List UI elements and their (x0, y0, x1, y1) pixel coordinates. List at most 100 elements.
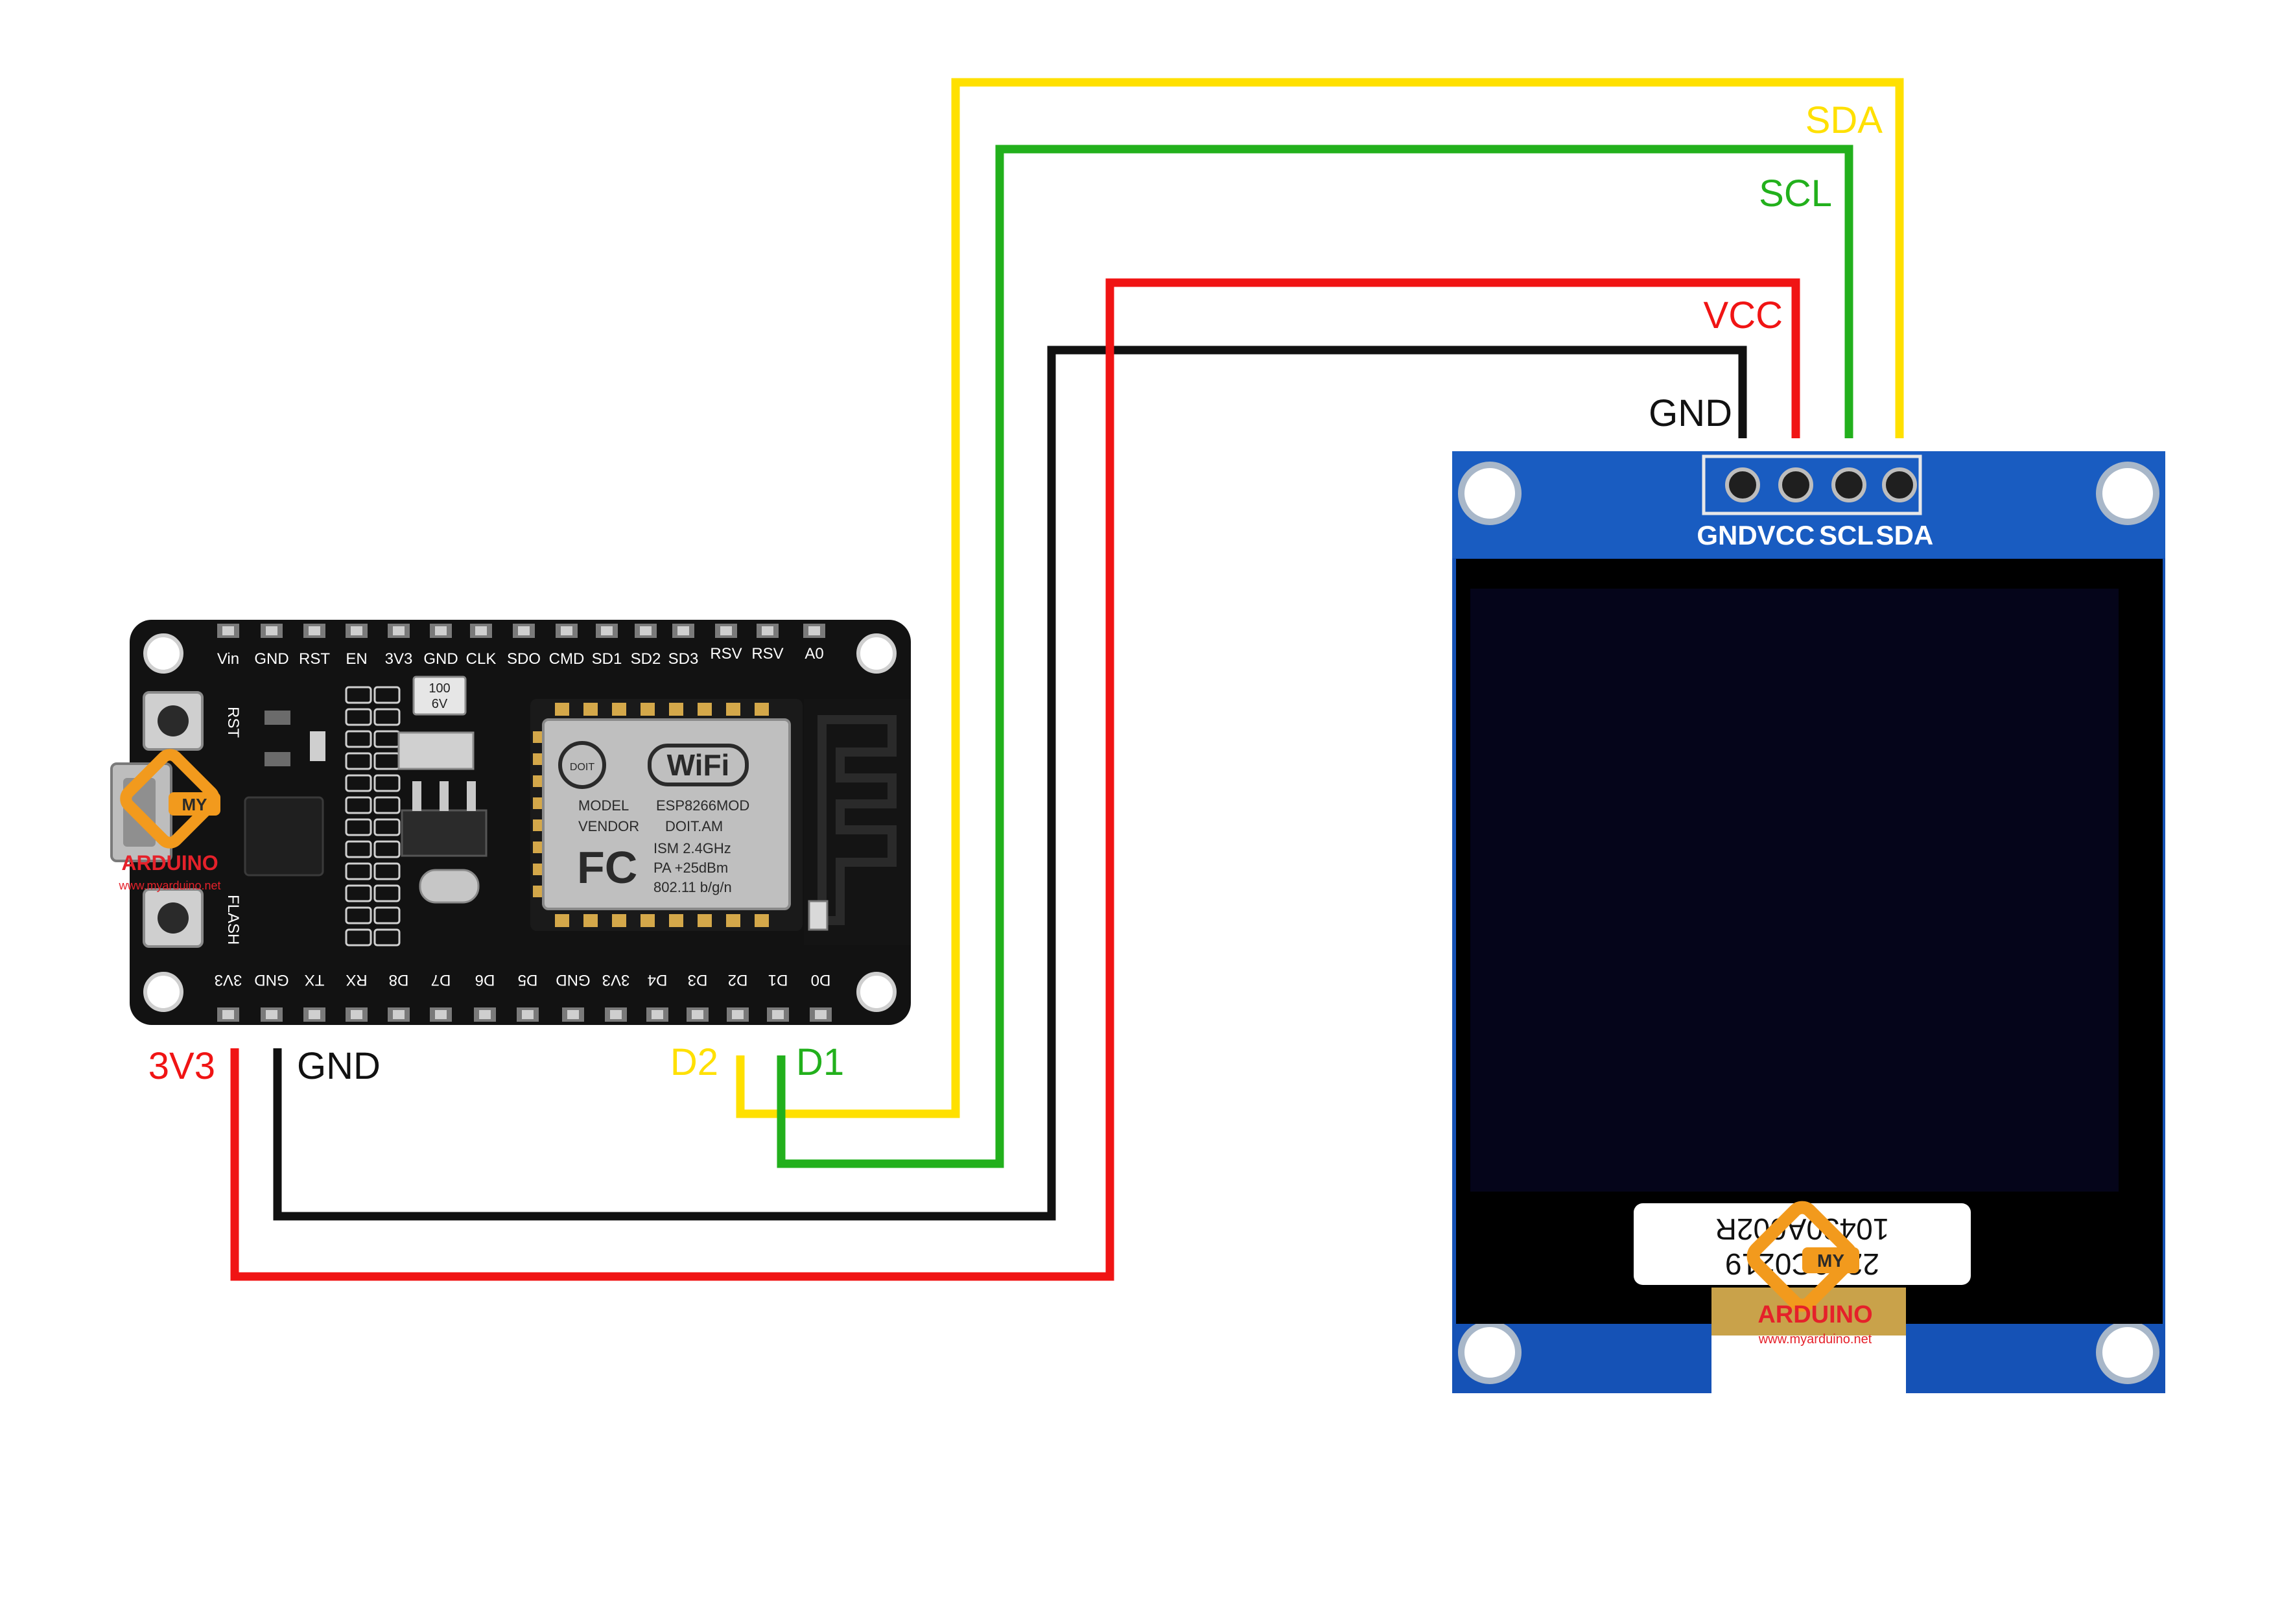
pin-hole (345, 708, 372, 726)
wifi-logo-icon (648, 744, 749, 786)
mounting-hole (143, 972, 183, 1012)
module-ism: ISM 2.4GHz (653, 840, 731, 856)
pin-hole (373, 686, 401, 704)
oled-pin-header (1702, 454, 1922, 515)
watermark-left: MY ARDUINO www.myarduino.net (118, 749, 221, 892)
pin-label-vin: Vin (217, 650, 239, 668)
smd-component (265, 711, 290, 725)
d2-wire-label: D2 (670, 1041, 718, 1083)
pin-label-3v3-2: 3V3 (602, 971, 630, 989)
pin-label-sd2: SD2 (631, 650, 661, 668)
pin-label-gnd-bottom: GND (254, 971, 288, 989)
pin-label-d3: D3 (688, 971, 708, 989)
oled-mounting-hole (1458, 462, 1522, 525)
flash-button-label: FLASH (224, 895, 242, 945)
mounting-hole (856, 972, 897, 1012)
pin-label-gnd-3: GND (556, 971, 590, 989)
bottom-header-pins (217, 1007, 832, 1022)
vcc-wire-label: VCC (1704, 294, 1783, 336)
module-model-value: ESP8266MOD (656, 797, 749, 814)
pin-hole (345, 840, 372, 858)
esp-pad (583, 914, 598, 927)
esp-pad (533, 731, 542, 743)
capacitor-label-2: 6V (432, 697, 448, 711)
pin-label-gnd-2: GND (423, 650, 458, 668)
pin-hole (345, 906, 372, 924)
bottom-pin-labels: 3V3 GND TX RX D8 D7 D6 D5 GND 3V3 D4 D3 … (215, 971, 831, 989)
pin-label-clk: CLK (466, 650, 497, 668)
header-pin-tip (435, 1010, 447, 1019)
pin-label-d1: D1 (768, 971, 788, 989)
pin-hole (373, 862, 401, 880)
vcc-wire (230, 278, 1800, 1281)
header-pin-tip (222, 626, 234, 635)
esp-pad (698, 914, 712, 927)
pin-label-d8: D8 (389, 971, 409, 989)
oled-sticker: 10430A002R 2210C0219 (1634, 1203, 1971, 1285)
module-model-key: MODEL (578, 797, 629, 814)
pin-label-gnd: GND (254, 650, 288, 668)
pin-label-d6: D6 (475, 971, 495, 989)
oled-pin-label-vcc: VCC (1758, 520, 1815, 550)
wifi-logo-text: WiFi (667, 748, 730, 782)
header-pin-tip (567, 1010, 579, 1019)
watermark-name: ARDUINO (1758, 1301, 1872, 1328)
pin-hole (373, 774, 401, 792)
header-pin-tip (772, 1010, 784, 1019)
pin-hole (345, 928, 372, 947)
pin-label-rsv: RSV (710, 645, 742, 663)
esp-pad (555, 703, 569, 716)
esp-pad (726, 703, 740, 716)
header-pin-tip (732, 1010, 744, 1019)
header-pin-tip (652, 1010, 663, 1019)
fcc-logo: FC (577, 842, 637, 893)
oled-module: GND VCC SCL SDA 10430A002R 2210C0219 (1452, 451, 2165, 1398)
gnd-mcu-wire-label: GND (297, 1045, 381, 1087)
esp-pad (533, 819, 542, 831)
voltage-regulator (397, 731, 488, 857)
capacitor: 100 6V (412, 676, 467, 716)
doit-brand: DOIT (570, 762, 594, 773)
header-pin-tip (610, 1010, 622, 1019)
header-pin-tip (475, 626, 487, 635)
rst-button[interactable] (143, 691, 204, 751)
oled-pin (1831, 467, 1866, 502)
watermark-name: ARDUINO (121, 851, 218, 875)
pin-hole (345, 818, 372, 836)
module-pa: PA +25dBm (653, 860, 728, 876)
smd-component (310, 731, 325, 761)
pin-label-3v3: 3V3 (385, 650, 413, 668)
flash-button[interactable] (143, 888, 204, 948)
esp-pad (641, 703, 655, 716)
pin-label-d0: D0 (811, 971, 831, 989)
esp-pad (533, 864, 542, 875)
esp-pad (698, 703, 712, 716)
watermark-badge (1802, 1247, 1859, 1273)
pin-label-rsv-2: RSV (751, 645, 783, 663)
pin-label-rx: RX (346, 971, 367, 989)
oled-pin (1778, 467, 1813, 502)
pin-hole (373, 796, 401, 814)
pcb-cutout (1711, 1336, 1906, 1398)
gnd-wire (273, 346, 1747, 1221)
esp-pad (641, 914, 655, 927)
pin-hole (345, 884, 372, 902)
capacitor-label-1: 100 (429, 681, 450, 696)
header-pin-tip (561, 626, 572, 635)
header-pin-tip (351, 1010, 362, 1019)
esp8266-pads (533, 703, 769, 927)
esp-pad (755, 914, 769, 927)
header-pin-tip (479, 1010, 491, 1019)
esp-pad (533, 797, 542, 809)
pin-label-sd1: SD1 (592, 650, 622, 668)
doit-logo-icon (558, 741, 606, 789)
esp-pad (583, 703, 598, 716)
watermark-right: MY ARDUINO www.myarduino.net (1746, 1201, 1873, 1347)
pin-label-d7: D7 (431, 971, 451, 989)
header-pin-tip (522, 1010, 534, 1019)
header-pin-tip (762, 626, 773, 635)
pin-label-d5: D5 (518, 971, 538, 989)
pin-hole (373, 906, 401, 924)
watermark-url: www.myarduino.net (118, 879, 220, 892)
esp-pad (612, 703, 626, 716)
